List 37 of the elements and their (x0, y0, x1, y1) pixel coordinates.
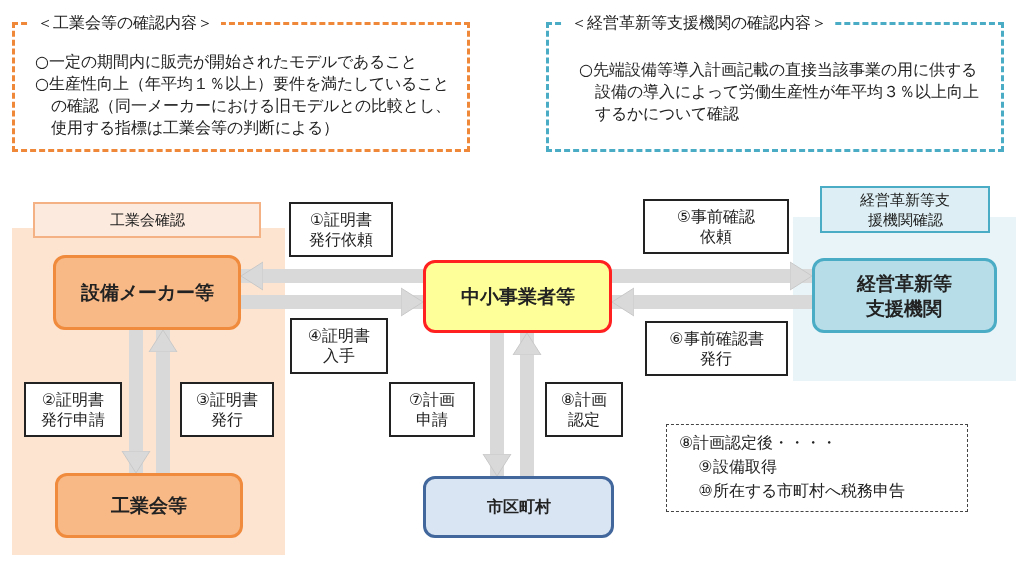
node-label: 工業会等 (111, 493, 187, 518)
panel-tab: 経営革新等支援機関確認 (820, 186, 990, 233)
node-label: 中小事業者等 (460, 284, 575, 309)
block-arrow (121, 330, 151, 474)
node-label: 市区町村 (486, 496, 551, 518)
block-arrow (148, 329, 178, 473)
edge-label: ③証明書発行 (180, 382, 274, 437)
block-arrow (612, 261, 813, 291)
node-label: 経営革新等支援機関 (855, 270, 953, 321)
box-heading: ＜経営革新等支援機関の確認内容＞ (563, 12, 835, 34)
node-label: 設備メーカー等 (80, 280, 214, 305)
rounded-box (423, 260, 612, 333)
block-arrow (482, 333, 512, 477)
block-arrow (512, 332, 542, 476)
note-text: ⑩所在する市町村へ税務申告 (697, 480, 906, 502)
note-text: ⑧計画認定後・・・・ (679, 432, 839, 454)
rounded-box (423, 476, 614, 538)
box-heading: ＜工業会等の確認内容＞ (29, 12, 221, 34)
rounded-box (55, 473, 243, 538)
edge-label: ⑧計画認定 (545, 382, 623, 437)
edge-label: ⑦計画申請 (389, 382, 475, 437)
edge-label: ⑤事前確認依頼 (643, 199, 789, 254)
edge-label: ④証明書入手 (290, 318, 388, 374)
block-arrow (241, 287, 424, 317)
bullet-text: ○生産性向上（年平均１％以上）要件を満たしていることの確認（同一メーカーにおける旧モデルとの比較とし、使用する指標は工業会等の判断による） (35, 73, 452, 139)
panel-tab: 工業会確認 (33, 202, 261, 238)
edge-label: ②証明書発行申請 (24, 382, 122, 437)
dashed-note-box (666, 424, 968, 512)
block-arrow (611, 287, 812, 317)
bullet-text: ○一定の期間内に販売が開始されたモデルであること (35, 51, 418, 73)
block-arrow (240, 261, 423, 291)
bullet-text: ○先端設備等導入計画記載の直接当該事業の用に供する設備の導入によって労働生産性が年平均３％以上向上するかについて確認 (579, 59, 980, 125)
edge-label: ⑥事前確認書発行 (645, 321, 788, 376)
note-text: ⑨設備取得 (697, 456, 778, 478)
rounded-box (53, 255, 241, 330)
edge-label: ①証明書発行依頼 (289, 202, 393, 257)
rounded-box (812, 258, 997, 333)
